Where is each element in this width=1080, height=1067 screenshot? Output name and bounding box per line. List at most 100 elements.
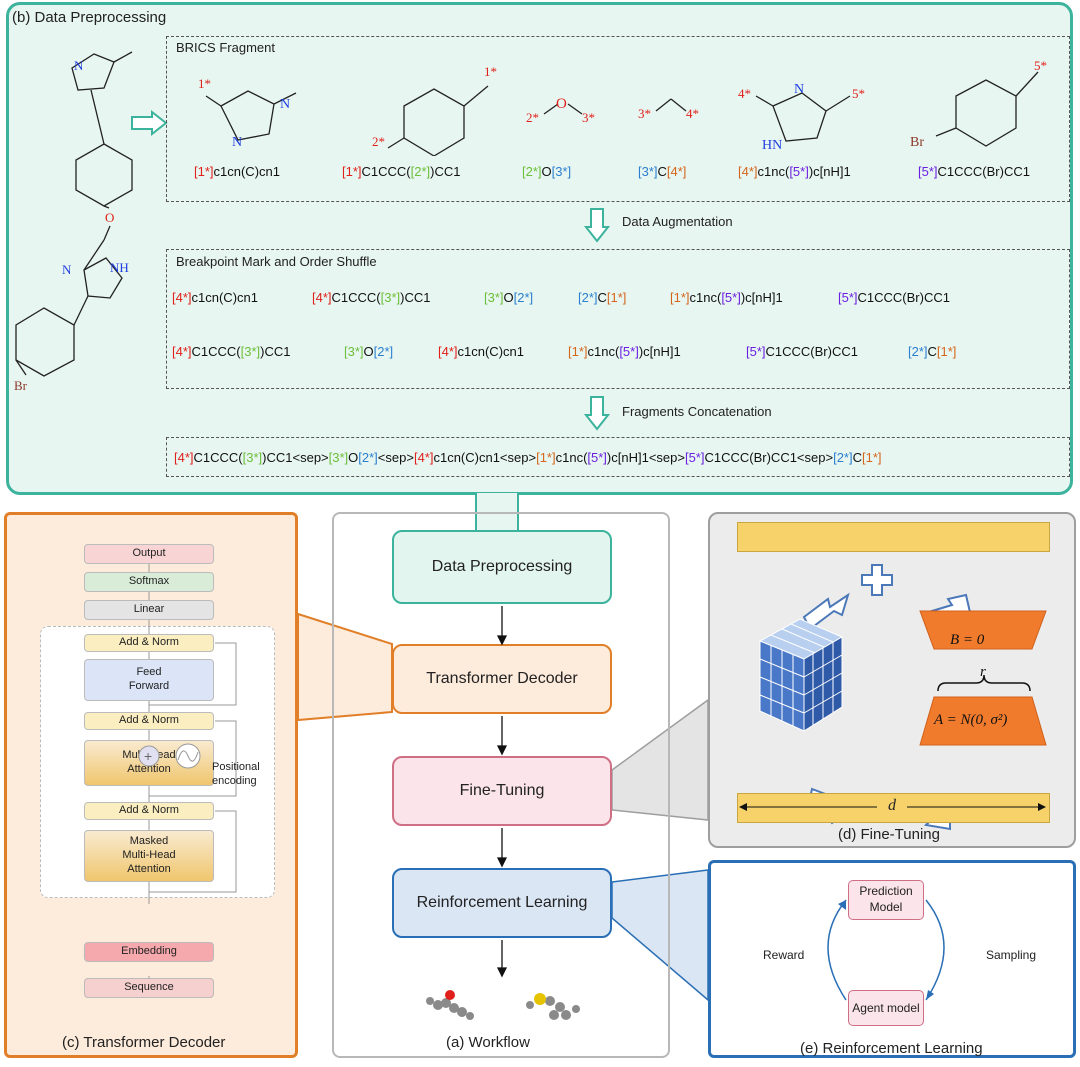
smiles-token: [2*] <box>410 164 431 179</box>
brics-fragment-box <box>166 36 1070 202</box>
smiles-token: O <box>541 164 552 179</box>
smiles-token: [2*] <box>522 164 542 179</box>
panel-e-caption: (e) Reinforcement Learning <box>800 1040 983 1057</box>
smiles-fragment: [2*]O[3*] <box>522 164 571 179</box>
down-arrow-icon <box>584 396 610 431</box>
smiles-token: )c[nH]1 <box>740 290 783 305</box>
workflow-reinforcement-learning[interactable]: Reinforcement Learning <box>392 868 612 938</box>
smiles-fragment: [5*]C1CCC(Br)CC1 <box>918 164 1030 179</box>
smiles-token: [2*] <box>358 450 378 465</box>
smiles-token: )CC1 <box>400 290 431 305</box>
down-arrow-icon <box>584 208 610 243</box>
smiles-fragment: [2*]C[1*] <box>578 290 626 305</box>
smiles-fragment: [3*]C[4*] <box>638 164 686 179</box>
data-augmentation-label: Data Augmentation <box>622 214 733 229</box>
fragments-concatenation-label: Fragments Concatenation <box>622 404 772 419</box>
smiles-token: O <box>363 344 374 359</box>
smiles-fragment: [4*]C1CCC([3*])CC1 <box>172 344 291 359</box>
d-dimension-label: d <box>888 797 896 814</box>
m6-br: Br <box>910 135 924 150</box>
m1-star: 1* <box>198 76 211 91</box>
smiles-token: [1*] <box>536 450 556 465</box>
embedding-box: Embedding <box>84 942 214 962</box>
smiles-token: [4*] <box>174 450 194 465</box>
r-rank-label: r <box>980 664 986 680</box>
sampling-label: Sampling <box>986 948 1037 962</box>
sequence-box: Sequence <box>84 978 214 998</box>
generated-molecule-icons <box>426 990 580 1020</box>
smiles-token: )c[nH]1<sep> <box>606 450 685 465</box>
smiles-token: C <box>657 164 667 179</box>
smiles-token: [5*] <box>684 450 705 465</box>
smiles-token: [3*] <box>380 290 401 305</box>
smiles-token: [4*] <box>438 344 458 359</box>
panel-d-caption: (d) Fine-Tuning <box>838 826 940 843</box>
m4-s2: 4* <box>686 106 699 121</box>
m5-s1: 4* <box>738 86 751 101</box>
smiles-token: )CC1 <box>260 344 291 359</box>
smiles-token: C <box>852 450 862 465</box>
m5-s2: 5* <box>852 86 865 101</box>
concatenated-smiles: [4*]C1CCC([3*])CC1<sep>[3*]O[2*]<sep>[4*… <box>174 450 882 465</box>
smiles-token: [5*] <box>721 290 741 305</box>
smiles-token: [4*] <box>413 450 434 465</box>
smiles-token: C1CCC(Br)CC1<sep> <box>704 450 834 465</box>
m3-o: O <box>556 96 567 112</box>
smiles-token: C1CCC( <box>193 450 243 465</box>
d-dimension-arrow <box>739 803 1046 811</box>
panel-data-preprocessing <box>6 2 1073 495</box>
smiles-fragment: [4*]c1cn(C)cn1 <box>172 290 258 305</box>
smiles-token: c1nc( <box>555 450 588 465</box>
softmax-box: Softmax <box>84 572 214 592</box>
smiles-token: c1nc( <box>757 164 790 179</box>
workflow-fine-tuning[interactable]: Fine-Tuning <box>392 756 612 826</box>
smiles-token: C1CCC(Br)CC1 <box>857 290 950 305</box>
smiles-token: [2*] <box>578 290 598 305</box>
smiles-token: [1*] <box>568 344 588 359</box>
smiles-fragment: [5*]C1CCC(Br)CC1 <box>838 290 950 305</box>
smiles-token: [4*] <box>172 344 192 359</box>
smiles-token: [3*] <box>638 164 658 179</box>
feed-forward-box: Feed Forward <box>84 659 214 701</box>
m2-s1: 1* <box>484 64 497 79</box>
smiles-token: c1cn(C)cn1 <box>191 290 258 305</box>
smiles-token: )c[nH]1 <box>808 164 851 179</box>
src-o-label: O <box>105 210 114 225</box>
smiles-token: [1*] <box>936 344 957 359</box>
m5-n: N <box>794 82 804 97</box>
smiles-token: )c[nH]1 <box>638 344 681 359</box>
smiles-token: [3*] <box>344 344 364 359</box>
workflow-transformer-decoder[interactable]: Transformer Decoder <box>392 644 612 714</box>
smiles-token: C1CCC(Br)CC1 <box>765 344 858 359</box>
smiles-token: C <box>597 290 607 305</box>
smiles-fragment: [3*]O[2*] <box>344 344 393 359</box>
panel-a-caption: (a) Workflow <box>446 1034 530 1051</box>
smiles-token: C <box>927 344 937 359</box>
smiles-token: [3*] <box>484 290 504 305</box>
smiles-token: <sep> <box>377 450 414 465</box>
smiles-token: c1cn(C)cn1 <box>457 344 524 359</box>
smiles-fragment: [2*]C[1*] <box>908 344 956 359</box>
panel-b-title: (b) Data Preprocessing <box>12 9 167 26</box>
src-n2-label: N <box>62 262 72 277</box>
smiles-token: c1cn(C)cn1 <box>213 164 280 179</box>
b-matrix-label: B = 0 <box>950 632 985 648</box>
smiles-fragment: [4*]C1CCC([3*])CC1 <box>312 290 431 305</box>
add-norm-box-1: Add & Norm <box>84 802 214 820</box>
smiles-token: c1nc( <box>689 290 722 305</box>
smiles-fragment: [4*]c1cn(C)cn1 <box>438 344 524 359</box>
smiles-token: [5*] <box>619 344 639 359</box>
workflow-data-preprocessing[interactable]: Data Preprocessing <box>392 530 612 604</box>
workflow-arrows <box>496 606 508 978</box>
smiles-token: [1*] <box>861 450 882 465</box>
smiles-token: )CC1<sep> <box>262 450 329 465</box>
smiles-token: [1*] <box>606 290 627 305</box>
smiles-token: [5*] <box>789 164 809 179</box>
svg-text:+: + <box>144 748 152 764</box>
m1-n: N <box>280 97 290 112</box>
a-matrix-label: A = N(0, σ²) <box>934 712 1008 728</box>
panel-workflow <box>332 512 670 1058</box>
breakpoint-title: Breakpoint Mark and Order Shuffle <box>176 254 377 269</box>
smiles-token: [1*] <box>342 164 362 179</box>
